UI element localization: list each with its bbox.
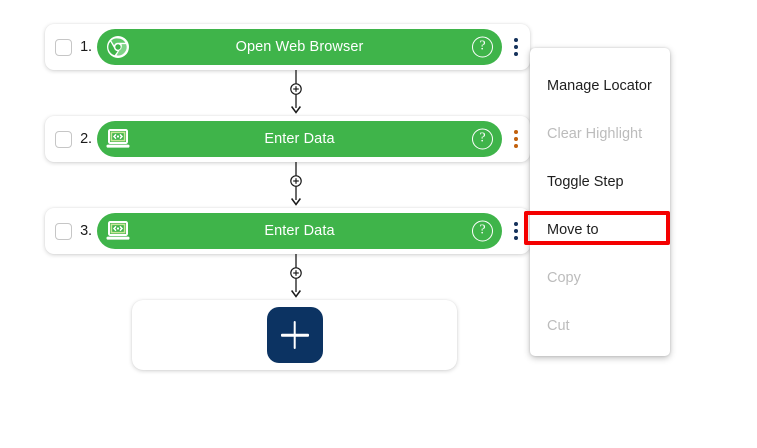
step-action-bar[interactable]: Enter Data ? [97,213,502,249]
menu-item-clear-highlight: Clear Highlight [547,126,643,142]
step-card[interactable]: 2. Enter Data ? [45,116,530,162]
chrome-browser-icon [105,34,131,60]
step-checkbox[interactable] [55,130,72,148]
step-action-bar[interactable]: Open Web Browser ? [97,29,502,65]
menu-item-cut: Cut [547,318,570,334]
step-action-bar[interactable]: Enter Data ? [97,121,502,157]
step-connector[interactable] [285,70,307,116]
step-checkbox[interactable] [55,38,72,56]
plus-icon[interactable] [266,307,323,363]
step-label: Open Web Browser [235,39,364,55]
step-overflow-menu-icon[interactable] [509,220,523,242]
step-card[interactable]: 3. Enter Data ? [45,208,530,254]
help-icon[interactable]: ? [472,220,493,242]
step-card[interactable]: 1. Open Web Browser ? [45,24,530,70]
step-number: 1. [80,39,92,55]
menu-item-move-to[interactable]: Move to [547,222,599,238]
menu-item-manage-locator[interactable]: Manage Locator [547,78,652,94]
step-overflow-menu-icon[interactable] [509,36,523,58]
step-number: 2. [80,131,92,147]
menu-item-copy: Copy [547,270,581,286]
laptop-code-icon [105,126,131,152]
step-context-menu[interactable]: Manage Locator Clear Highlight Toggle St… [524,48,670,356]
help-icon[interactable]: ? [472,128,493,150]
step-number: 3. [80,223,92,239]
laptop-code-icon [105,218,131,244]
step-connector[interactable] [285,254,307,300]
step-connector[interactable] [285,162,307,208]
step-overflow-menu-icon[interactable] [509,128,523,150]
menu-item-toggle-step[interactable]: Toggle Step [547,174,624,190]
step-checkbox[interactable] [55,222,72,240]
add-step-card[interactable] [132,300,457,370]
step-label: Enter Data [264,223,335,239]
help-icon[interactable]: ? [472,36,493,58]
step-label: Enter Data [264,131,335,147]
